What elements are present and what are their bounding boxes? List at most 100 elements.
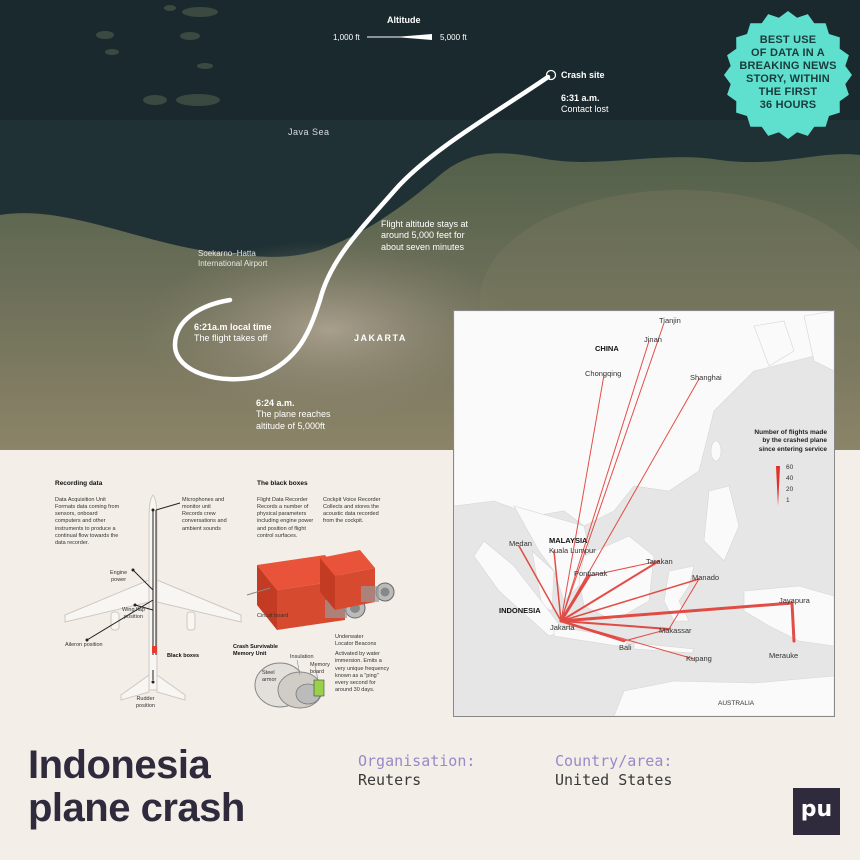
route-line (790, 601, 796, 643)
route-line (623, 628, 670, 642)
label-indonesia: INDONESIA (499, 606, 541, 615)
badge-line-2: OF DATA IN A (751, 47, 825, 59)
mic-desc-3: ambient sounds (182, 525, 221, 532)
dau-desc-2: sensors, onboard (55, 511, 98, 518)
reach-altitude-annotation: 6:24 a.m. The plane reaches altitude of … (256, 398, 331, 432)
label-makassar: Makassar (659, 626, 692, 635)
altitude-legend-low: 1,000 ft (333, 33, 360, 42)
legend-value-40: 40 (786, 475, 794, 482)
steel-armor-label: Steel armor (262, 670, 276, 684)
aileron-label: Aileron position (65, 642, 103, 648)
mic-title-1: Microphones and (182, 497, 225, 503)
title-line-1: Indonesia (28, 743, 211, 787)
route-line (560, 620, 670, 630)
label-kupang: Kupang (686, 654, 712, 663)
label-jinan: Jinan (644, 335, 662, 344)
csmu-title-1: Crash Survivable (233, 644, 278, 650)
ulb-title-2: Locator Beacons (335, 641, 377, 648)
label-medan: Medan (509, 539, 532, 548)
route-line (553, 550, 562, 622)
route-map: Tianjin Jinan CHINA Chongqing Shanghai N… (453, 310, 835, 717)
label-shanghai: Shanghai (690, 373, 722, 382)
ulb-desc-2: immersion. Emits a (335, 658, 382, 665)
rudder-line-2: position (136, 703, 155, 710)
wing-flap-line-2: position (123, 614, 143, 621)
mic-desc-2: conversations and (182, 518, 227, 525)
legend-ramp (776, 466, 780, 506)
ulb-title-1: Underwater (335, 634, 364, 640)
route-line (560, 560, 660, 622)
memory-board-label: Memory board (310, 662, 330, 676)
dau-title: Data Acquisition Unit (55, 497, 106, 503)
label-bali: Bali (619, 643, 632, 652)
label-jakarta: Jakarta (550, 623, 575, 632)
airport-label: Soekarno–Hatta International Airport (198, 249, 267, 269)
legend-title-3: since entering service (758, 445, 827, 453)
reach-time: 6:24 a.m. (256, 398, 295, 408)
steel-line-2: armor (262, 677, 277, 684)
rudder-label: Rudder position (136, 696, 155, 710)
cvr-desc-1: Collects and stores the (323, 504, 379, 511)
sea-label: Java Sea (288, 127, 330, 137)
dau-desc-3: computers and other (55, 518, 106, 525)
route-line (560, 578, 700, 622)
wing-flap-label: Wing flap position (122, 607, 145, 621)
award-badge (724, 11, 852, 139)
route-line (588, 560, 660, 577)
award-badge-text: BEST USE OF DATA IN A BREAKING NEWS STOR… (735, 34, 841, 112)
ulb-desc-5: every second for (335, 679, 376, 686)
city-label: JAKARTA (354, 333, 407, 343)
engine-power-line-1: Engine (110, 570, 128, 576)
dau-desc-4: instruments to produce a (55, 525, 116, 532)
memory-line-1: Memory (310, 662, 330, 668)
fdr-annotation: Flight Data Recorder Records a number of… (257, 497, 327, 540)
reach-desc-line-1: The plane reaches (256, 409, 331, 420)
ulb-desc-1: Activated by water (335, 651, 380, 658)
steady-line-2: around 5,000 feet for (381, 230, 465, 241)
airport-label-line-2: International Airport (198, 259, 268, 268)
badge-line-6: 36 HOURS (759, 99, 817, 111)
ulb-desc-4: known as a "ping" (335, 672, 379, 679)
badge-line-4: STORY, WITHIN (746, 73, 830, 85)
label-china: CHINA (595, 344, 619, 353)
legend-value-60: 60 (786, 464, 794, 471)
cvr-annotation: Cockpit Voice Recorder Collects and stor… (323, 497, 398, 526)
steady-line-1: Flight altitude stays at (381, 219, 469, 229)
altitude-legend-title: Altitude (387, 15, 421, 25)
badge-line-1: BEST USE (759, 34, 817, 46)
mic-title-2: monitor unit (182, 504, 211, 511)
badge-line-3: BREAKING NEWS (739, 60, 837, 72)
label-tianjin: Tianjin (659, 316, 681, 325)
cvr-desc-3: from the cockpit. (323, 518, 364, 525)
route-line (560, 374, 605, 622)
circuit-board-label: Circuit board (257, 613, 289, 619)
route-line (560, 378, 700, 622)
recording-data-title: Recording data (55, 480, 103, 487)
label-tarakan: Tarakan (646, 557, 673, 566)
airport-label-line-1: Soekarno–Hatta (198, 249, 256, 258)
insulation-label: Insulation (290, 654, 314, 660)
rudder-line-1: Rudder (136, 696, 155, 702)
route-line (559, 601, 794, 623)
crash-site-annotation: Crash site 6:31 a.m. Contact lost (561, 70, 609, 115)
csmu-title: Crash Survivable Memory Unit (233, 644, 278, 658)
country-value: United States (555, 771, 673, 789)
dau-annotation: Data Acquisition Unit Formats data comin… (55, 497, 135, 547)
reach-desc-line-2: altitude of 5,000ft (256, 420, 326, 431)
dau-desc-1: Formats data coming from (55, 504, 120, 511)
memory-line-2: board (310, 669, 325, 676)
crash-site-desc: Contact lost (561, 103, 609, 114)
steady-altitude-annotation: Flight altitude stays at around 5,000 fe… (381, 219, 468, 253)
label-kuala-lumpur: Kuala Lumpur (549, 546, 596, 555)
black-box-diagram: Recording data Data Acquisition Unit For… (25, 470, 430, 720)
black-boxes-title: The black boxes (257, 480, 308, 487)
engine-power-label: Engine power (110, 570, 127, 584)
fdr-desc-1: Records a number of (257, 504, 309, 511)
crash-site-title: Crash site (561, 70, 605, 80)
takeoff-annotation: 6:21a.m local time The flight takes off (194, 322, 272, 345)
route-line (668, 578, 700, 630)
organisation-value: Reuters (358, 771, 422, 789)
fdr-desc-3: including engine power (257, 518, 314, 525)
label-malaysia: MALAYSIA (549, 536, 588, 545)
dau-desc-5: continual flow towards the (55, 532, 119, 539)
